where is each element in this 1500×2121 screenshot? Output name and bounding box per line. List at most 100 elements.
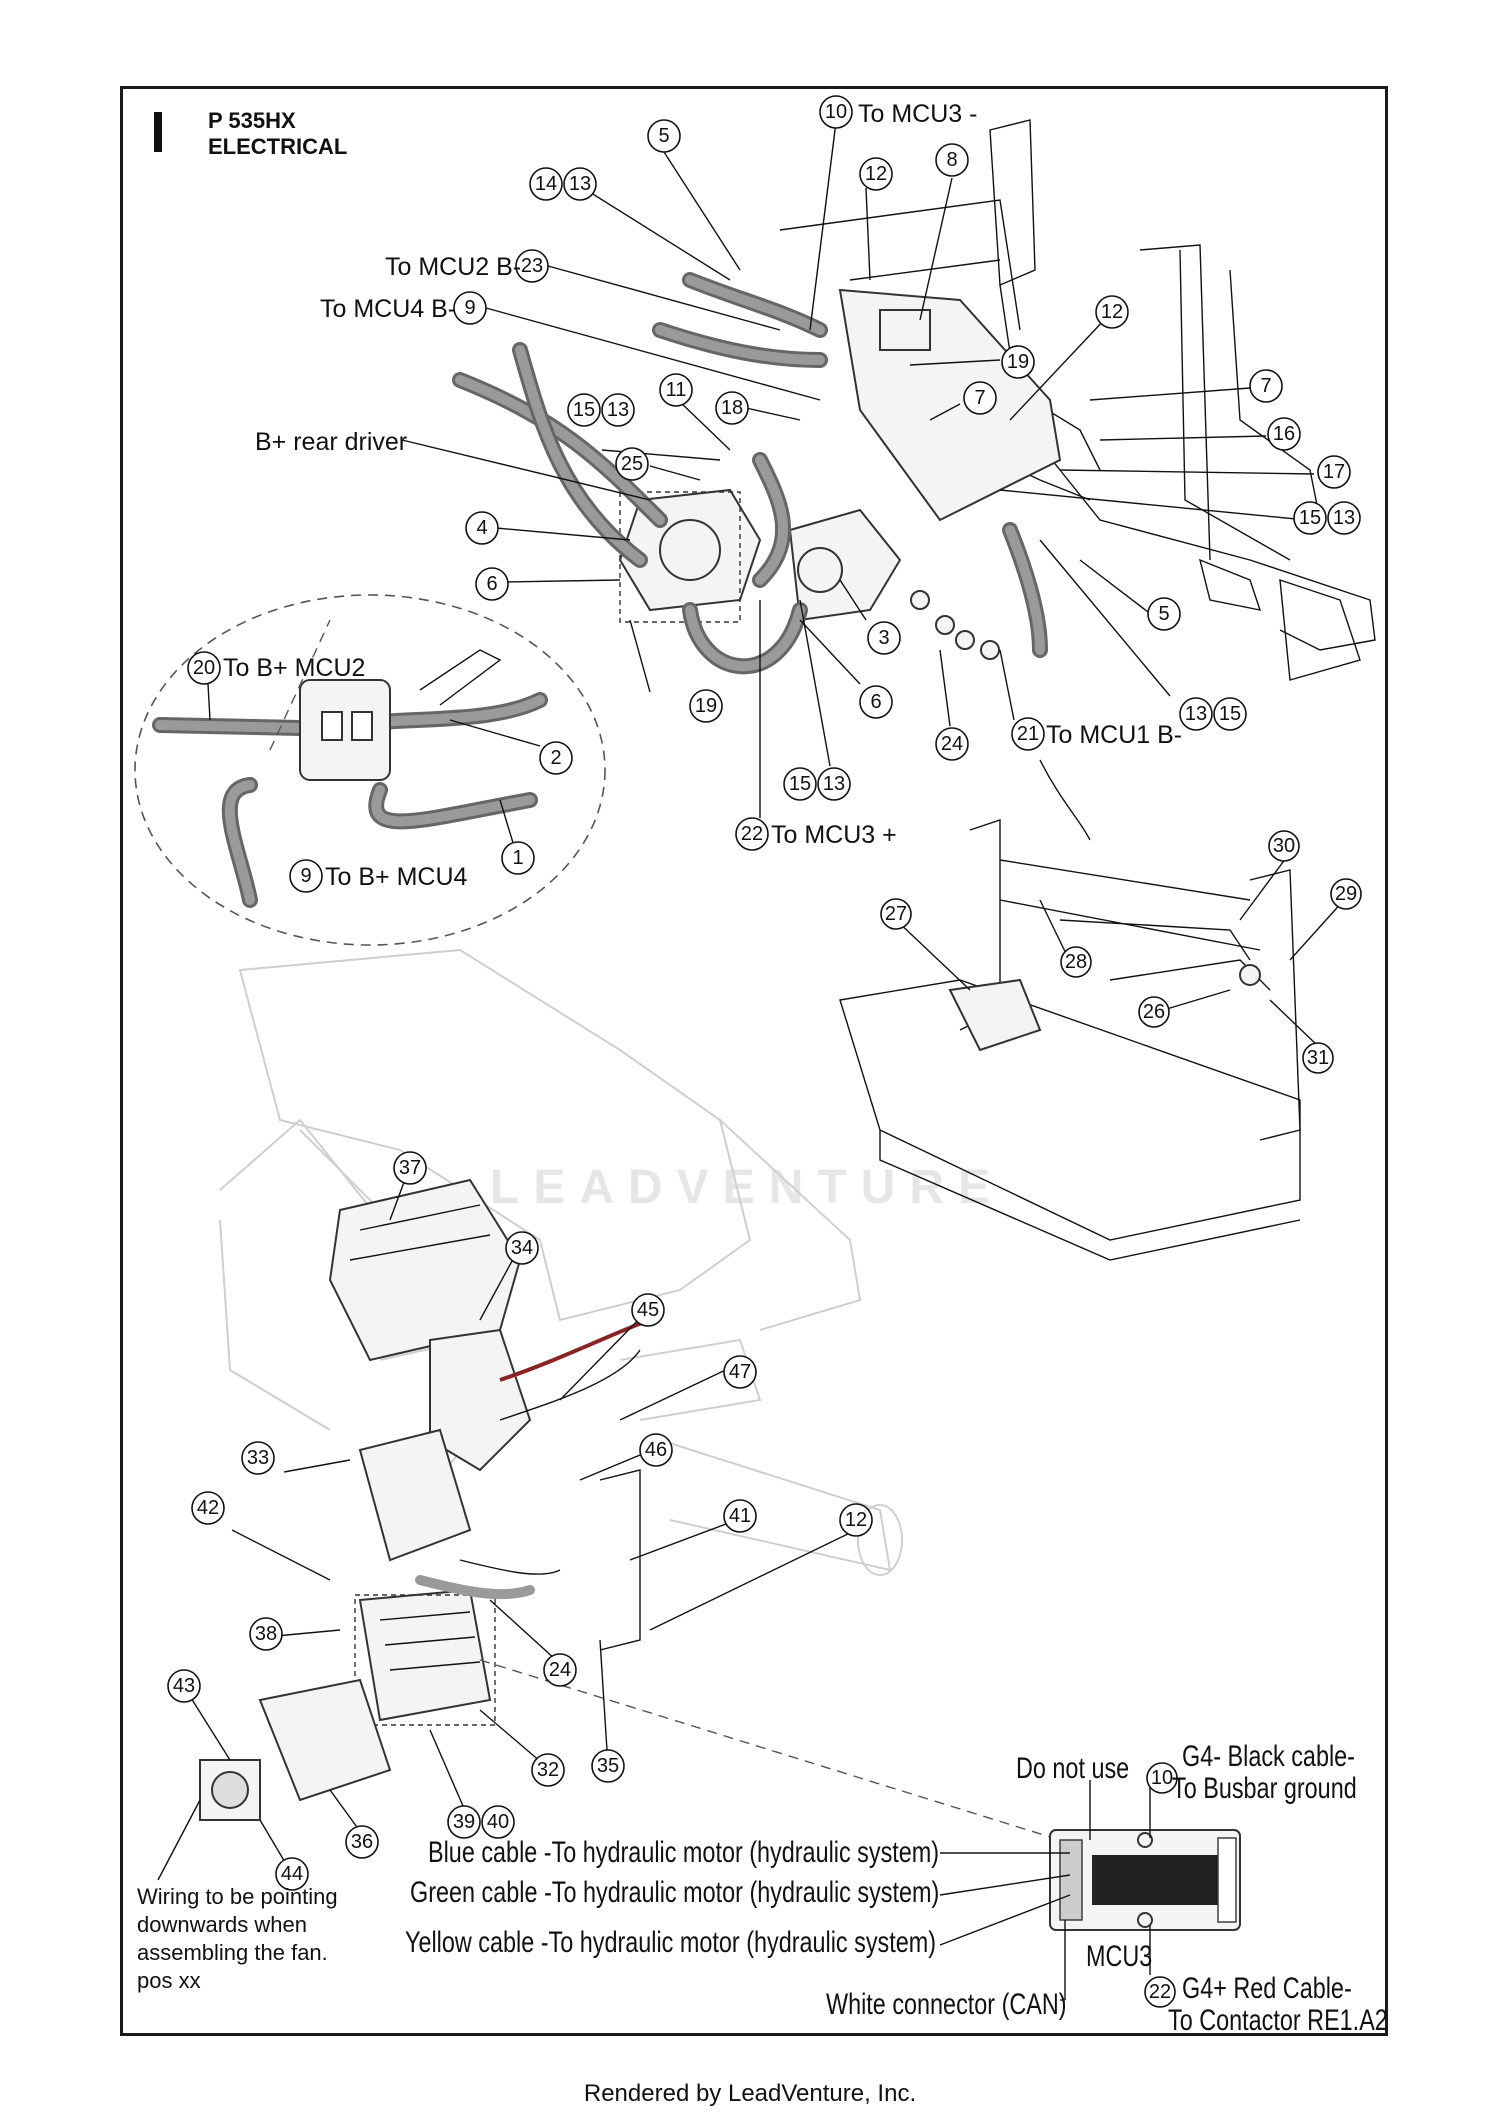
svg-text:19: 19 [1007,351,1029,373]
svg-text:11: 11 [666,379,687,401]
svg-text:7: 7 [974,387,985,409]
balloon-42: 42 [191,1491,225,1525]
svg-text:22: 22 [741,823,763,845]
balloon-41: 41 [723,1499,757,1533]
balloon-15-c: 15 [1213,697,1247,731]
balloon-39: 39 [447,1805,481,1839]
callout-to-mcu3-plus: To MCU3 + [771,821,897,849]
balloon-13-a: 13 [563,167,597,201]
fan-note-line-2: downwards when [137,1912,307,1937]
balloon-32: 32 [531,1753,565,1787]
balloon-43: 43 [167,1669,201,1703]
balloon-6-a: 6 [475,567,509,601]
callout-to-mcu4-b-minus: To MCU4 B- [320,295,457,323]
rear-frame-assembly [839,759,1301,1261]
balloon-33: 33 [241,1441,275,1475]
balloon-24-a: 24 [935,727,969,761]
callout-to-mcu1-b-minus: To MCU1 B- [1046,721,1183,749]
svg-text:9: 9 [464,297,475,319]
section-marker [154,112,162,152]
svg-text:33: 33 [247,1447,269,1469]
svg-text:22: 22 [1149,1981,1171,2003]
mcu3-blue-cable: Blue cable -To hydraulic motor (hydrauli… [428,1836,940,1869]
balloon-12-a: 12 [859,157,893,191]
svg-text:29: 29 [1335,883,1357,905]
svg-text:30: 30 [1273,835,1295,857]
leader-lines [157,121,1345,1881]
svg-text:4: 4 [476,517,487,539]
balloon-38: 38 [249,1617,283,1651]
balloon-17: 17 [1317,455,1351,489]
svg-text:42: 42 [197,1497,219,1519]
mcu3-detail-drawing [939,1780,1241,2001]
balloon-5-a: 5 [647,119,681,153]
balloon-12-c: 12 [839,1503,873,1537]
balloon-35: 35 [591,1749,625,1783]
balloon-19-b: 19 [689,689,723,723]
svg-text:6: 6 [486,573,497,595]
balloon-13-e: 13 [817,767,851,801]
mcu3-g4-minus-line-2: To Busbar ground [1172,1772,1357,1805]
svg-text:2: 2 [550,747,561,769]
inset-detail [134,594,606,946]
mcu3-g4-plus-line-2: To Contactor RE1.A2 [1168,2004,1388,2037]
mcu3-title: MCU3 [1086,1940,1153,1973]
fuse-holders [910,590,1000,660]
svg-text:15: 15 [1299,507,1321,529]
contactor-part-8 [879,309,931,351]
balloon-4: 4 [465,511,499,545]
balloon-26: 26 [1138,996,1170,1028]
balloon-19-a: 19 [1001,345,1035,379]
balloon-46: 46 [639,1433,673,1467]
watermark-logo: LEADVENTURE [490,1161,1005,1214]
balloon-12-b: 12 [1095,295,1129,329]
fan-note-line-4: pos xx [137,1968,201,1993]
busbar-plate [838,288,1062,522]
balloon-6-b: 6 [859,685,893,719]
svg-text:13: 13 [1185,703,1207,725]
svg-text:21: 21 [1017,723,1039,745]
svg-text:19: 19 [695,695,717,717]
svg-text:27: 27 [885,903,907,925]
svg-text:13: 13 [569,173,591,195]
balloon-31: 31 [1302,1042,1334,1074]
svg-text:3: 3 [878,627,889,649]
svg-text:46: 46 [645,1439,667,1461]
svg-text:14: 14 [535,173,557,195]
svg-text:20: 20 [193,657,215,679]
svg-text:43: 43 [173,1675,195,1697]
mcu3-g4-minus-line-1: G4- Black cable- [1182,1740,1355,1773]
balloon-34: 34 [505,1231,539,1265]
svg-text:10: 10 [1151,1767,1173,1789]
svg-text:8: 8 [946,149,957,171]
balloon-5-b: 5 [1147,597,1181,631]
svg-text:39: 39 [453,1811,475,1833]
balloon-45: 45 [631,1293,665,1327]
svg-text:1: 1 [512,847,523,869]
svg-text:32: 32 [537,1759,559,1781]
svg-text:35: 35 [597,1755,619,1777]
balloon-30: 30 [1268,830,1300,862]
svg-text:17: 17 [1323,461,1345,483]
svg-text:38: 38 [255,1623,277,1645]
svg-text:12: 12 [865,163,887,185]
svg-text:24: 24 [549,1659,571,1681]
svg-text:26: 26 [1143,1001,1165,1023]
mcu3-white-connector: White connector (CAN) [826,1988,1067,2021]
svg-text:31: 31 [1307,1047,1329,1069]
balloon-24-b: 24 [543,1653,577,1687]
mcu3-do-not-use: Do not use [1016,1752,1130,1785]
svg-text:5: 5 [1158,603,1169,625]
svg-text:16: 16 [1273,423,1295,445]
callout-to-mcu3-minus: To MCU3 - [858,100,978,128]
balloon-7-b: 7 [1249,369,1283,403]
callout-to-mcu2-b-minus: To MCU2 B- [385,253,522,281]
balloon-40: 40 [481,1805,515,1839]
fan-note-line-1: Wiring to be pointing [137,1884,338,1909]
balloon-25: 25 [615,447,649,481]
balloon-2: 2 [539,741,573,775]
svg-text:13: 13 [1333,507,1355,529]
balloon-13-b: 13 [1327,501,1361,535]
svg-text:12: 12 [845,1509,867,1531]
